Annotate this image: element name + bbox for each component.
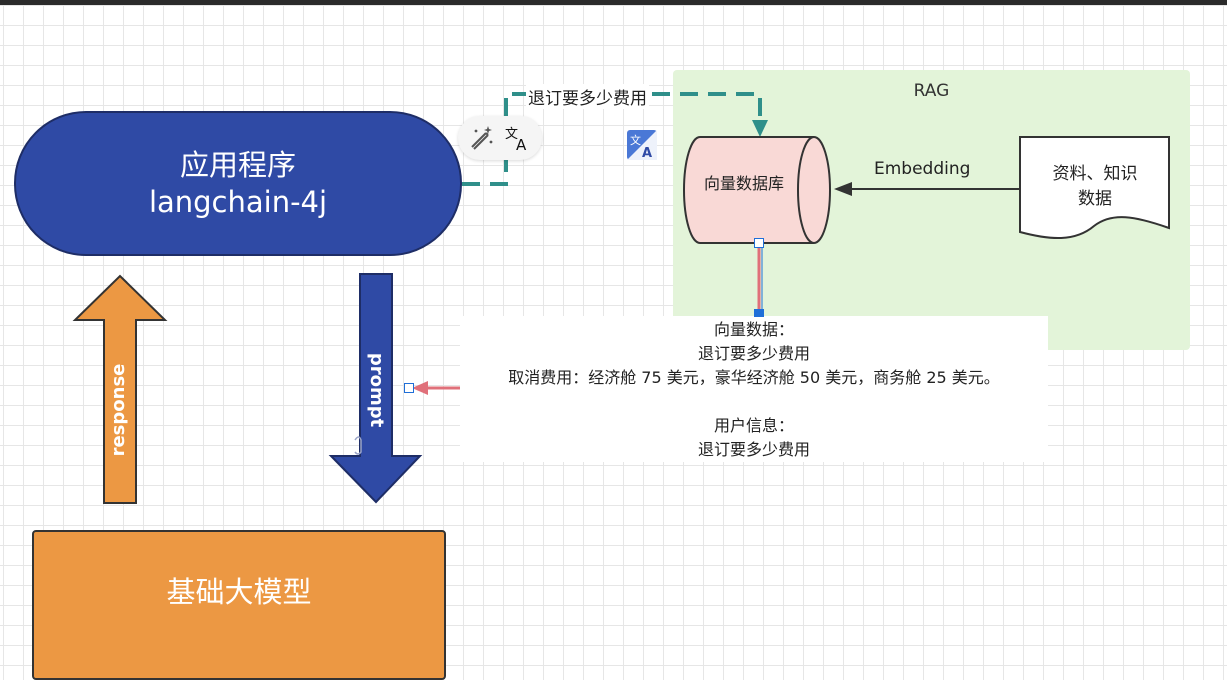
note-to-prompt-arrowhead: [412, 381, 428, 395]
query-connector-arrowhead: [752, 120, 768, 137]
embedding-edge-label[interactable]: Embedding: [872, 159, 973, 179]
note-line: 用户信息：: [713, 416, 794, 435]
embedding-arrowhead: [834, 182, 852, 196]
note-line: 退订要多少费用: [697, 344, 810, 363]
floating-toolbar: 文 A: [458, 116, 542, 160]
magic-wand-icon[interactable]: [464, 122, 496, 154]
window-top-bar: [0, 0, 1227, 5]
svg-text:A: A: [642, 146, 652, 160]
selection-endpoint[interactable]: [754, 309, 764, 317]
response-label: response: [108, 363, 129, 457]
connection-handle[interactable]: [754, 238, 764, 248]
connection-handle[interactable]: [404, 383, 414, 393]
vector-db-label: 向量数据库: [703, 174, 784, 193]
translate-badge-icon[interactable]: 文 A: [627, 130, 657, 161]
prompt-label: prompt: [366, 352, 387, 428]
query-connector[interactable]: [462, 92, 762, 186]
app-node-subtitle: langchain-4j: [148, 184, 328, 219]
vector-db-shape[interactable]: [683, 136, 831, 244]
response-arrow[interactable]: [72, 274, 168, 504]
app-node-title: 应用程序: [179, 147, 296, 182]
svg-text:A: A: [516, 136, 527, 154]
prompt-arrow[interactable]: [328, 273, 423, 504]
source-document-shape[interactable]: [1019, 136, 1170, 240]
note-line: [460, 390, 1048, 414]
source-document-line1: 资料、知识: [1052, 164, 1138, 184]
anchor-glyph: [354, 436, 362, 455]
query-edge-label[interactable]: 退订要多少费用: [526, 84, 649, 109]
note-line: 退订要多少费用: [697, 440, 810, 459]
base-model-label: 基础大模型: [166, 575, 312, 609]
app-node[interactable]: 应用程序 langchain-4j: [14, 111, 462, 256]
svg-text:文: 文: [505, 127, 518, 142]
prompt-context-note[interactable]: 向量数据： 退订要多少费用 取消费用：经济舱 75 美元，豪华经济舱 50 美元…: [460, 316, 1048, 462]
note-line: 向量数据：: [713, 320, 794, 339]
source-document-label: 资料、知识 数据: [1022, 162, 1168, 212]
note-line: 取消费用：经济舱 75 美元，豪华经济舱 50 美元，商务舱 25 美元。: [508, 368, 1000, 387]
translate-icon[interactable]: 文 A: [502, 122, 534, 154]
svg-text:文: 文: [630, 133, 641, 147]
rag-region-title: RAG: [913, 81, 950, 101]
base-model-node[interactable]: 基础大模型: [32, 530, 446, 680]
source-document-line2: 数据: [1078, 189, 1112, 209]
